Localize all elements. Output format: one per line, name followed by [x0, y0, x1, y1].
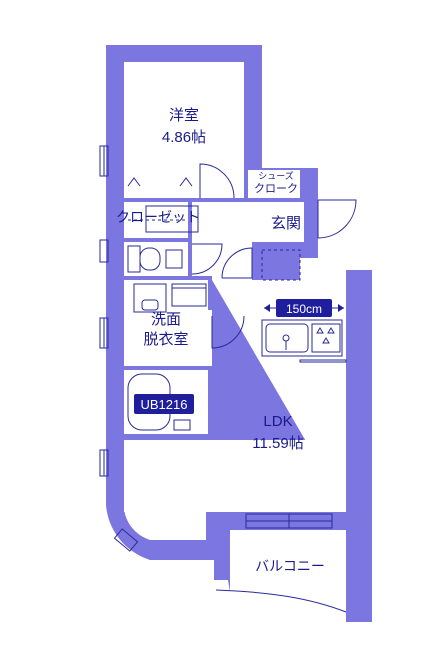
wall-balcony-divider [206, 512, 230, 560]
western-room-floor [124, 62, 244, 198]
balcony-railing [215, 589, 347, 613]
kitchen-width-dimension: 150cm [264, 299, 344, 317]
wall-wash-right [208, 280, 212, 310]
stove-burners-icon [311, 323, 341, 353]
wall-closet-bottom [124, 238, 188, 242]
entrance-label: 玄関 [271, 215, 301, 232]
washroom-line2: 脱衣室 [143, 331, 188, 348]
toilet-fixture [127, 245, 183, 273]
shoes-closet-line2: クローク [254, 182, 298, 195]
wall-toilet-bottom [124, 276, 212, 280]
wall-wash-bottom [124, 366, 212, 370]
ldk-area: 11.59帖 [252, 435, 303, 452]
toilet-floor [124, 242, 188, 276]
western-room-area: 4.86帖 [162, 129, 206, 146]
unit-bath-label: UB1216 [141, 397, 188, 412]
shoes-closet-line1: シューズ [258, 170, 294, 181]
wall-room-right [244, 62, 248, 198]
entrance-floor [252, 202, 304, 242]
kitchen-width-badge [276, 299, 332, 317]
shoes-closet-floor [248, 170, 300, 200]
wall-between-room-closet [124, 198, 200, 202]
wall-entrance-bottom [252, 242, 304, 246]
wall-balcony-top-right [332, 512, 346, 530]
kitchen-counter [261, 319, 343, 357]
wall-bath-bottom [124, 434, 212, 440]
closet-folding-door [127, 177, 193, 187]
ldk-curve-floor [124, 440, 206, 540]
closet-label: クローゼット [116, 209, 200, 225]
hall-floor [192, 202, 252, 280]
washroom-floor [124, 280, 212, 366]
washroom-line1: 洗面 [151, 311, 181, 328]
balcony-floor [230, 530, 346, 612]
ldk-name: LDK [263, 413, 292, 430]
kitchen-back-line [299, 359, 347, 363]
entrance-step [261, 249, 301, 281]
left-windows [99, 145, 139, 552]
balcony-label: バルコニー [255, 558, 325, 574]
wall-closet-hall [188, 202, 192, 280]
closet-shelf [145, 205, 199, 233]
kitchen-width-label: 150cm [286, 302, 322, 316]
wall-bath-right [208, 370, 212, 440]
washroom-fixtures [133, 283, 207, 313]
unit-bath-badge [134, 394, 194, 414]
western-room-name: 洋室 [169, 107, 199, 124]
wall-shoes-bottom [248, 198, 304, 202]
doors [191, 163, 357, 349]
